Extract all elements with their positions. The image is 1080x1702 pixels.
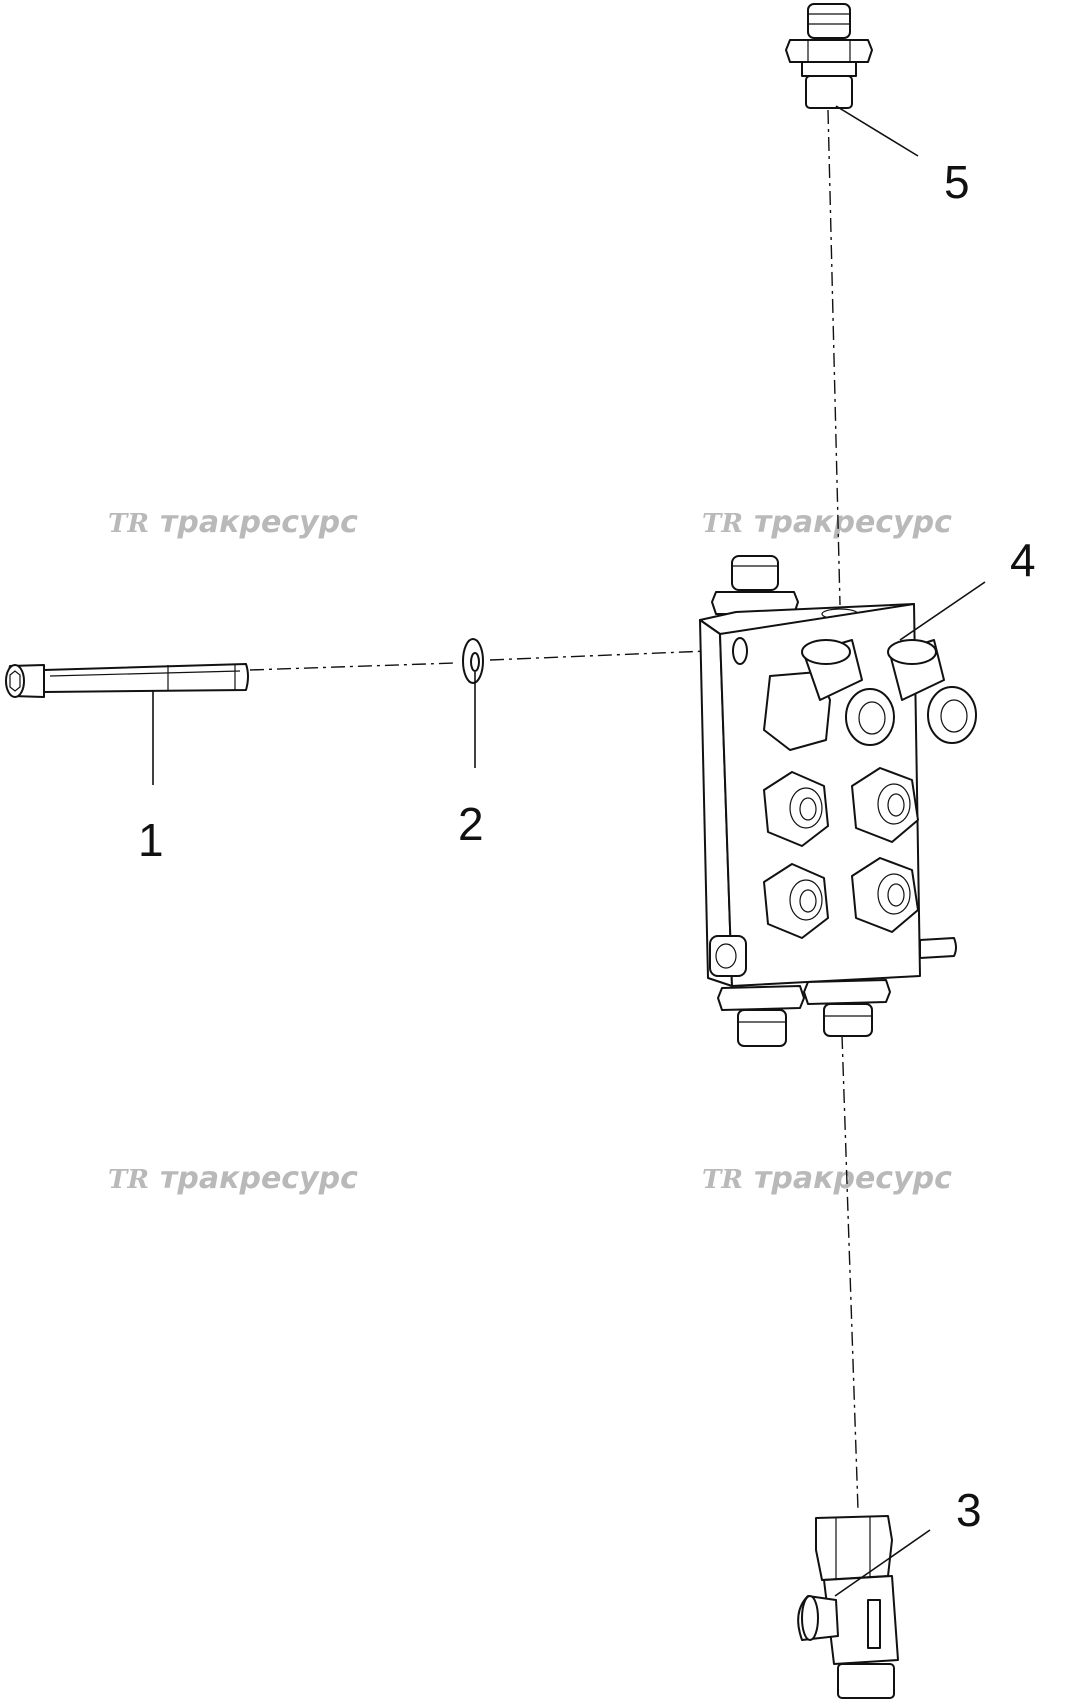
watermark-top-right: TR тракресурс (702, 505, 952, 540)
watermark-bottom-right: TR тракресурс (702, 1161, 952, 1196)
watermark-logo: TR (108, 1165, 149, 1195)
axis-washer-block (489, 649, 733, 661)
callout-2: 2 (458, 798, 484, 850)
watermark-text: тракресурс (160, 505, 358, 540)
watermark-logo: TR (108, 509, 149, 539)
watermark-text: тракресурс (754, 1161, 952, 1196)
leader-4 (899, 581, 986, 641)
watermark-top-left: TR тракресурс (108, 505, 358, 540)
part-1-cap-screw (5, 663, 249, 698)
axis-bottom-fitting (841, 1034, 859, 1511)
callout-5: 5 (944, 156, 970, 208)
part-2-washer (462, 638, 484, 684)
axis-bolt-washer (249, 662, 456, 671)
callout-1: 1 (138, 814, 164, 866)
watermark-logo: TR (702, 1165, 743, 1195)
axis-top-fitting (827, 109, 841, 606)
part-4-valve-block (699, 555, 977, 1047)
part-3-tee-fitting (797, 1515, 899, 1699)
leader-5 (835, 105, 919, 157)
watermark-logo: TR (702, 509, 743, 539)
watermark-bottom-left: TR тракресурс (108, 1161, 358, 1196)
callout-3: 3 (956, 1484, 982, 1536)
watermark-text: тракресурс (754, 505, 952, 540)
part-5-adapter-fitting (785, 3, 873, 109)
watermark-text: тракресурс (160, 1161, 358, 1196)
leader-3 (834, 1529, 931, 1597)
callout-4: 4 (1010, 534, 1036, 586)
